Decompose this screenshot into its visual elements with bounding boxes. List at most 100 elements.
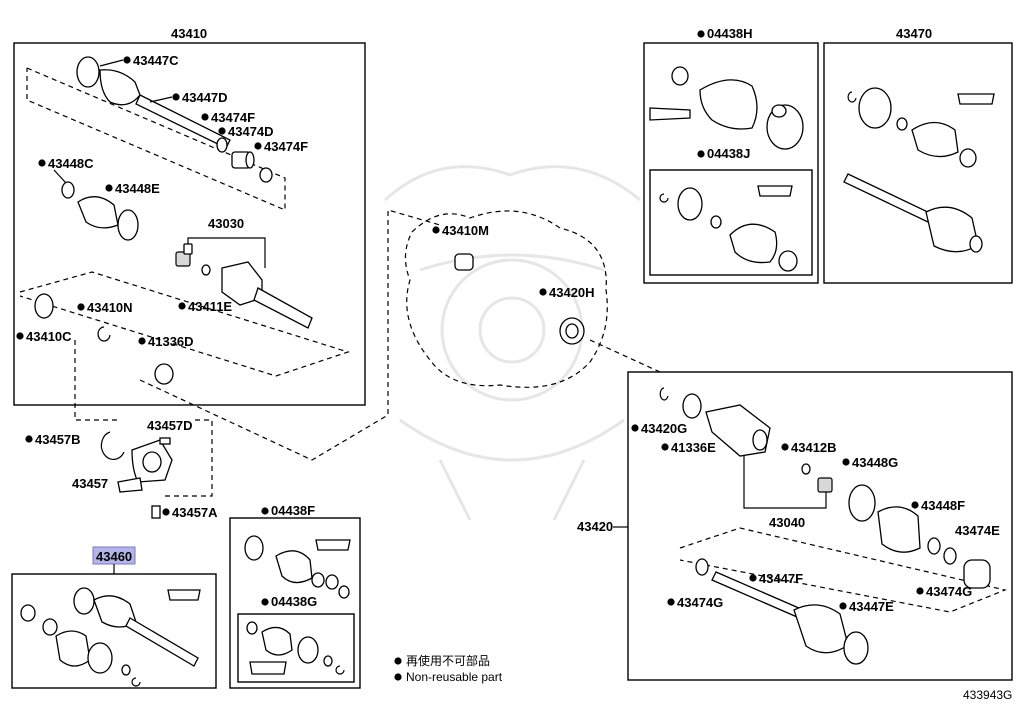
label-43457A[interactable]: 43457A bbox=[162, 505, 218, 520]
label-43457: 43457 bbox=[72, 476, 108, 491]
title-43410: 43410 bbox=[171, 26, 207, 41]
label-43447D[interactable]: 43447D bbox=[149, 90, 228, 105]
part-43474G-clamp-a[interactable] bbox=[695, 558, 709, 576]
svg-text:43040: 43040 bbox=[769, 515, 805, 530]
label-43457B[interactable]: 43457B bbox=[25, 432, 81, 447]
svg-text:43460: 43460 bbox=[96, 549, 132, 564]
svg-text:43457A: 43457A bbox=[172, 505, 218, 520]
svg-text:43420G: 43420G bbox=[641, 421, 687, 436]
part-43448G-clamp[interactable] bbox=[848, 484, 876, 522]
part-43457A-bolt[interactable] bbox=[151, 505, 161, 519]
group-box-43420 bbox=[627, 371, 1013, 681]
transaxle-outline bbox=[404, 210, 608, 388]
svg-text:43410C: 43410C bbox=[26, 329, 72, 344]
label-43474G-a[interactable]: 43474G bbox=[667, 595, 723, 610]
part-04438F-contents[interactable] bbox=[244, 535, 351, 599]
part-43457B-ring[interactable] bbox=[100, 431, 125, 461]
svg-text:43410M: 43410M bbox=[442, 223, 489, 238]
label-43448C[interactable]: 43448C bbox=[38, 156, 94, 184]
svg-text:43474G: 43474G bbox=[677, 595, 723, 610]
label-43410N[interactable]: 43410N bbox=[77, 300, 133, 315]
part-04438J-contents[interactable] bbox=[659, 185, 798, 272]
part-04438H-contents[interactable] bbox=[649, 66, 804, 150]
part-43470-contents[interactable] bbox=[843, 87, 995, 253]
part-43030-tripod[interactable] bbox=[175, 243, 193, 267]
part-43447C-boot[interactable] bbox=[76, 56, 141, 106]
label-43474E: 43474E bbox=[955, 523, 1000, 538]
title-43460-highlight[interactable]: 43460 bbox=[92, 546, 136, 574]
label-43410M[interactable]: 43410M bbox=[432, 223, 489, 238]
label-43447E[interactable]: 43447E bbox=[839, 599, 894, 614]
label-43420H[interactable]: 43420H bbox=[539, 285, 595, 300]
svg-text:43410N: 43410N bbox=[87, 300, 133, 315]
svg-text:43447D: 43447D bbox=[182, 90, 228, 105]
part-43447F-boot[interactable] bbox=[793, 604, 849, 654]
part-04438G-contents[interactable] bbox=[246, 621, 345, 675]
label-43474D[interactable]: 43474D bbox=[218, 124, 274, 139]
group-box-04438G bbox=[237, 613, 355, 683]
part-43420G-ring[interactable] bbox=[659, 387, 669, 401]
label-43411E[interactable]: 43411E bbox=[178, 299, 232, 314]
title-43470: 43470 bbox=[896, 26, 932, 41]
part-43447E-clamp[interactable] bbox=[843, 631, 869, 665]
part-43457-bracket[interactable] bbox=[117, 439, 173, 493]
part-41336D-seal[interactable] bbox=[154, 363, 174, 385]
part-boot-right-inner[interactable] bbox=[877, 506, 921, 553]
part-41336E-seal[interactable] bbox=[682, 393, 702, 419]
svg-text:43457B: 43457B bbox=[35, 432, 81, 447]
svg-text:43447E: 43447E bbox=[849, 599, 894, 614]
label-41336D[interactable]: 41336D bbox=[138, 334, 194, 349]
part-43474D-damper[interactable] bbox=[231, 151, 255, 169]
svg-text:43030: 43030 bbox=[208, 216, 244, 231]
title-04438H: 04438H bbox=[697, 26, 753, 41]
svg-text:04438F: 04438F bbox=[271, 503, 315, 518]
label-43412B[interactable]: 43412B bbox=[781, 440, 837, 455]
label-43420G[interactable]: 43420G bbox=[631, 421, 687, 436]
svg-text:04438H: 04438H bbox=[707, 26, 753, 41]
part-43448E-boot[interactable] bbox=[77, 196, 139, 241]
part-43460-assembly[interactable] bbox=[20, 587, 201, 687]
legend-jp: 再使用不可部品 bbox=[406, 653, 490, 668]
part-43410C-seal[interactable] bbox=[34, 293, 54, 319]
svg-text:43474F: 43474F bbox=[211, 110, 255, 125]
svg-text:43474D: 43474D bbox=[228, 124, 274, 139]
part-43474F-clamp-a[interactable] bbox=[216, 137, 228, 153]
label-43448G[interactable]: 43448G bbox=[842, 455, 898, 470]
part-43420H-seal[interactable] bbox=[559, 317, 585, 345]
svg-text:41336D: 41336D bbox=[148, 334, 194, 349]
label-43448F[interactable]: 43448F bbox=[911, 498, 965, 513]
label-43447C[interactable]: 43447C bbox=[99, 53, 179, 68]
part-43474F-clamp-b[interactable] bbox=[259, 167, 273, 183]
label-43474F-a[interactable]: 43474F bbox=[201, 110, 255, 125]
svg-text:43412B: 43412B bbox=[791, 440, 837, 455]
label-43474G-b[interactable]: 43474G bbox=[916, 584, 972, 599]
svg-text:43447F: 43447F bbox=[759, 571, 803, 586]
part-43040-tripod[interactable] bbox=[817, 477, 833, 493]
legend-en: Non-reusable part bbox=[406, 670, 503, 684]
part-43457D-bolt[interactable] bbox=[159, 437, 171, 445]
label-43447F[interactable]: 43447F bbox=[749, 571, 803, 586]
bracket-43030: 43030 bbox=[187, 216, 266, 268]
part-43474G-clamp-b[interactable] bbox=[943, 547, 957, 565]
label-43448E[interactable]: 43448E bbox=[105, 181, 160, 196]
part-43040-inner-joint[interactable] bbox=[705, 404, 771, 457]
label-41336E[interactable]: 41336E bbox=[661, 440, 716, 455]
svg-text:04438G: 04438G bbox=[271, 594, 317, 609]
label-43410C[interactable]: 43410C bbox=[16, 329, 72, 344]
part-43474E-damper[interactable] bbox=[963, 559, 991, 589]
part-43412B-snap-ring[interactable] bbox=[801, 463, 811, 475]
part-43410N-ring[interactable] bbox=[97, 326, 111, 342]
part-43448C-clamp[interactable] bbox=[61, 181, 75, 199]
part-43410M-seal[interactable] bbox=[454, 253, 474, 271]
bracket-43040: 43040 bbox=[743, 455, 827, 530]
group-box-04438F bbox=[229, 517, 361, 689]
svg-text:41336E: 41336E bbox=[671, 440, 716, 455]
svg-text:43457: 43457 bbox=[72, 476, 108, 491]
part-43448F-clamp[interactable] bbox=[927, 537, 941, 555]
part-43030-inner-joint[interactable] bbox=[221, 261, 313, 329]
svg-text:43448E: 43448E bbox=[115, 181, 160, 196]
label-43474F-b[interactable]: 43474F bbox=[254, 139, 308, 154]
title-43420: 43420 bbox=[577, 519, 613, 534]
part-43411E-snap-ring[interactable] bbox=[201, 264, 211, 276]
title-04438J: 04438J bbox=[697, 146, 750, 161]
